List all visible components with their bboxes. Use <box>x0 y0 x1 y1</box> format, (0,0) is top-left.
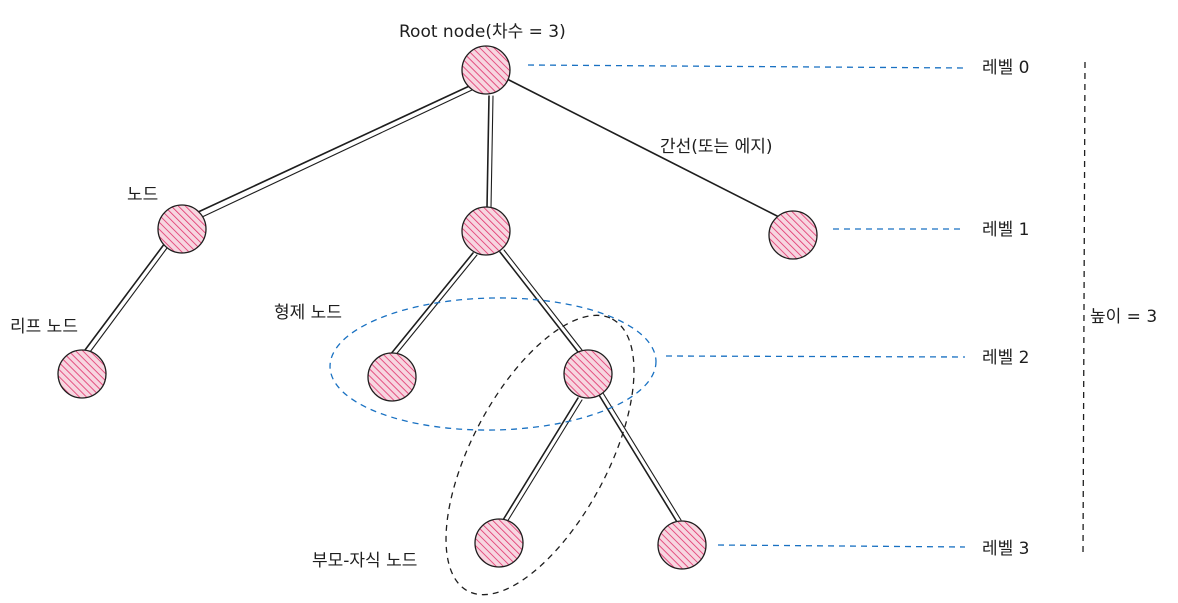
edge-root-middle-sketch <box>490 95 494 209</box>
tree-edges <box>84 79 782 523</box>
edge-root-right <box>508 79 782 219</box>
level-0-label: 레벨 0 <box>982 58 1030 78</box>
sibling-group-ellipse <box>329 297 657 431</box>
level-2-guide-line <box>665 355 966 358</box>
level-3-guide-line <box>717 544 966 548</box>
level-2-label: 레벨 2 <box>982 348 1030 368</box>
edge-parent-child-left <box>502 397 579 521</box>
tree-nodes <box>57 45 818 570</box>
level-guide-lines <box>527 61 1086 557</box>
edge-left-leaf-sketch <box>89 243 171 353</box>
level-2-node-right <box>563 349 613 399</box>
parent-child-node-label: 부모-자식 노드 <box>312 551 417 571</box>
edge-parent-child-right <box>598 394 678 523</box>
node-label: 노드 <box>127 185 158 205</box>
edge-label: 간선(또는 에지) <box>660 137 773 157</box>
level-2-node-left <box>367 352 417 402</box>
edge-left-leaf <box>84 242 166 351</box>
parent-child-group-ellipse <box>445 314 635 596</box>
root-node <box>461 45 511 95</box>
level-3-node-left <box>474 518 524 568</box>
edge-middle-sibling-right-sketch <box>503 249 583 351</box>
level-3-node-right <box>657 520 707 570</box>
edge-middle-sibling-left-sketch <box>393 254 478 358</box>
edge-middle-sibling-right <box>499 251 579 353</box>
height-guide-line <box>1082 61 1086 557</box>
sibling-node-label: 형제 노드 <box>274 303 342 323</box>
height-label: 높이 = 3 <box>1090 307 1157 327</box>
level-1-node-left <box>157 204 207 254</box>
root-node-label: Root node(차수 = 3) <box>399 22 566 42</box>
leaf-node <box>57 349 107 399</box>
level-1-node-right <box>768 210 818 260</box>
edge-root-middle <box>486 95 490 209</box>
level-3-label: 레벨 3 <box>982 539 1030 559</box>
leaf-node-label: 리프 노드 <box>10 317 78 337</box>
level-1-label: 레벨 1 <box>982 220 1030 240</box>
level-1-node-middle <box>461 206 511 256</box>
edge-middle-sibling-left <box>389 252 474 356</box>
edge-parent-child-left-sketch <box>506 399 583 523</box>
edge-root-left-sketch <box>199 89 473 219</box>
edge-parent-child-right-sketch <box>602 392 682 521</box>
level-0-guide-line <box>527 64 966 69</box>
edge-root-left <box>195 81 479 214</box>
